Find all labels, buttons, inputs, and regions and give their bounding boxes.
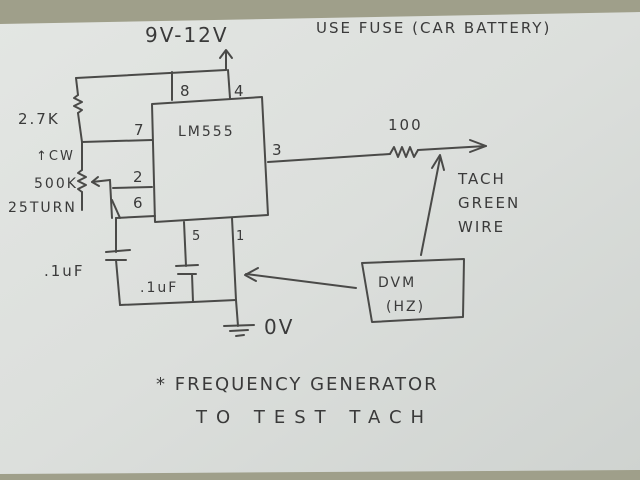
- footer-note-line1: * FREQUENCY GENERATOR: [156, 374, 439, 395]
- pot-turns-label: 25TURN: [8, 200, 77, 216]
- pin-5-label: 5: [192, 229, 202, 244]
- capacitor-c1-label: .1uF: [44, 262, 84, 280]
- pin-4-label: 4: [234, 82, 246, 100]
- capacitor-c2-plate-top: [175, 264, 199, 267]
- ground-label: 0V: [264, 315, 294, 339]
- tach-label-line3: WIRE: [458, 218, 505, 236]
- dvm-unit-label: (HZ): [386, 299, 425, 315]
- dvm-ground-arrow-icon: [244, 267, 357, 289]
- pin-6-label: 6: [133, 194, 145, 212]
- ic-label: LM555: [178, 124, 235, 140]
- capacitor-c1-plate-top: [105, 249, 131, 253]
- dvm-label: DVM: [378, 275, 416, 291]
- output-arrow-icon: [469, 139, 487, 153]
- pin-8-label: 8: [180, 82, 192, 100]
- pin-1-label: 1: [236, 229, 246, 244]
- lm555-chip: [151, 96, 269, 223]
- pot-direction-label: ↑CW: [36, 149, 75, 164]
- capacitor-c2-label: .1uF: [140, 280, 178, 296]
- pin-2-label: 2: [133, 168, 145, 186]
- resistor-2-7k-symbol: [73, 94, 83, 114]
- pot-wiper-arrow-icon: [91, 176, 111, 187]
- resistor-2-7k-label: 2.7K: [18, 110, 60, 128]
- resistor-100-label: 100: [388, 116, 423, 134]
- pin-7-label: 7: [134, 121, 146, 139]
- dvm-meter-box: [361, 258, 465, 323]
- tach-label-line2: GREEN: [458, 194, 520, 212]
- footer-note-line2: TO TEST TACH: [195, 407, 433, 428]
- supply-voltage-label: 9V-12V: [145, 23, 229, 47]
- pin-3-label: 3: [272, 141, 284, 159]
- dvm-probe-arrow-icon: [420, 154, 445, 256]
- potentiometer-symbol: [77, 169, 87, 193]
- supply-arrow-icon: [219, 49, 233, 71]
- resistor-100-symbol: [389, 146, 419, 158]
- paper-sheet: [0, 12, 640, 474]
- tach-label-line1: TACH: [457, 170, 506, 188]
- ground-icon: [223, 324, 255, 337]
- fuse-note: USE FUSE (CAR BATTERY): [316, 19, 551, 37]
- vcc-rail: [75, 69, 227, 79]
- pot-value-label: 500K: [34, 176, 78, 192]
